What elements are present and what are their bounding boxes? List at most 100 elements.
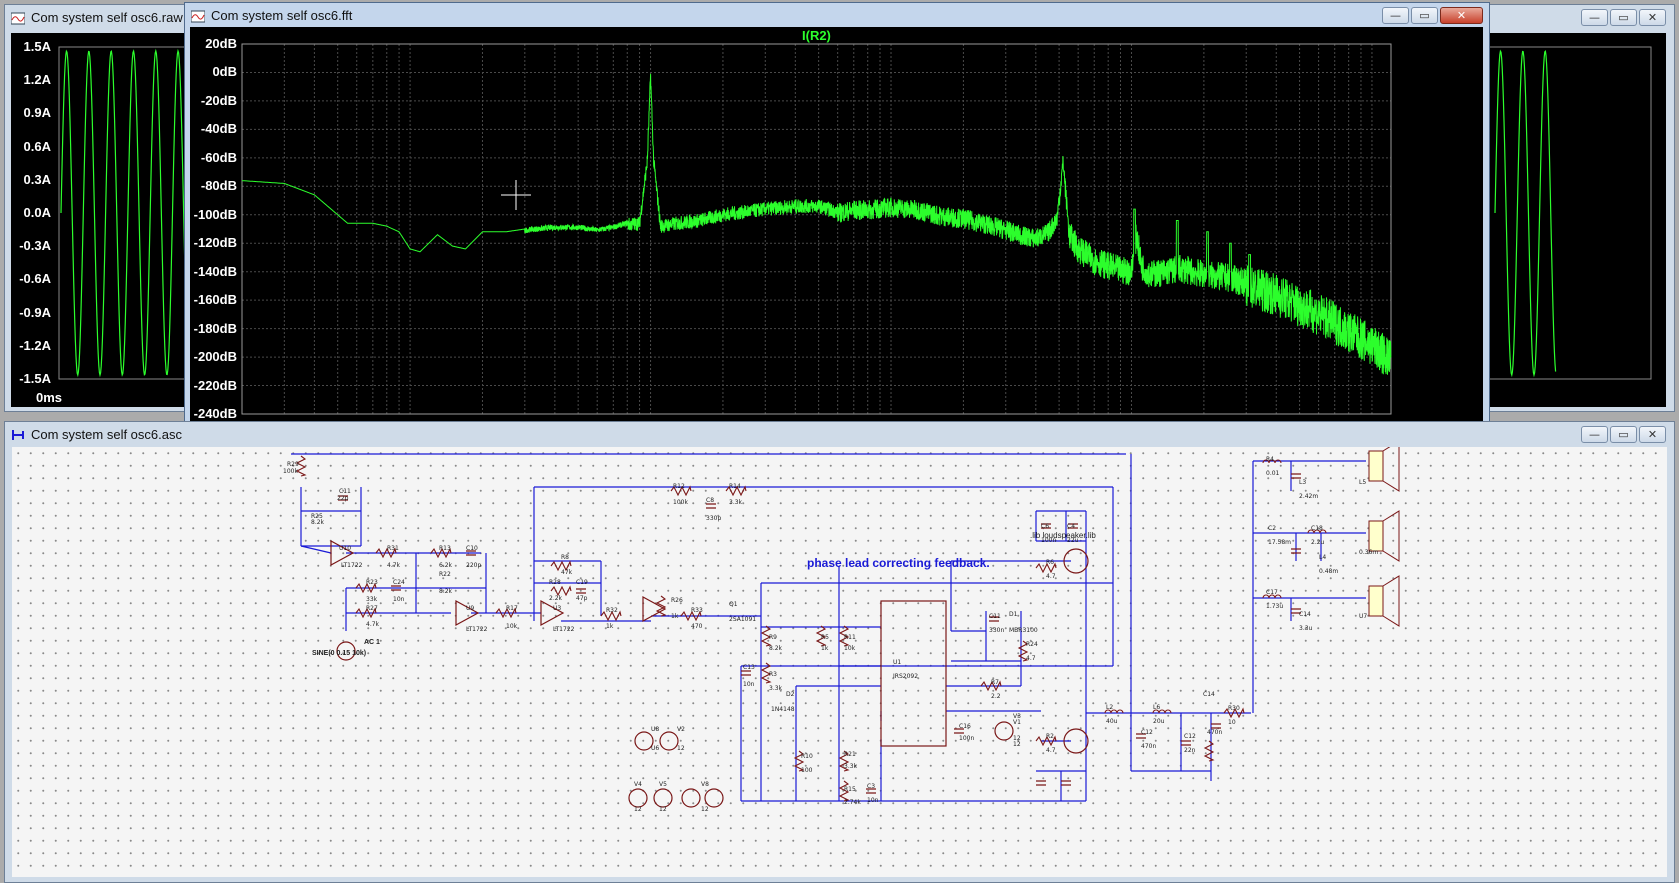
component-label: R2 — [1046, 733, 1054, 740]
capacitor-symbol — [1181, 740, 1191, 746]
raw-y-tick-label: -0.9A — [19, 304, 51, 320]
component-label: 47k — [561, 569, 573, 576]
component-label: R29 — [287, 461, 299, 468]
resistor-symbol — [495, 607, 517, 619]
y-tick-label: -120dB — [193, 235, 237, 251]
component-label: L3 — [1299, 479, 1307, 486]
component-label: 100n — [959, 735, 975, 742]
fft-window-titlebar[interactable]: Com system self osc6.fft — [185, 3, 1489, 29]
capacitor-symbol — [866, 788, 876, 794]
component-label: 8.2k — [769, 645, 783, 652]
component-label: 8.2k — [439, 588, 453, 595]
capacitor-symbol — [1291, 548, 1301, 554]
component-label: R14 — [729, 483, 741, 490]
raw-y-tick-label: 0.9A — [23, 105, 51, 121]
close-button[interactable]: ✕ — [1639, 9, 1666, 26]
component-label: 4.7 — [1046, 573, 1056, 580]
fft-window-title: Com system self osc6.fft — [211, 8, 353, 23]
component-label: C2 — [1268, 525, 1277, 532]
component-label: 470n — [1207, 729, 1223, 736]
capacitor-symbol — [1068, 523, 1078, 529]
component-label: C14 — [1299, 611, 1311, 618]
component-label: 4.7 — [1026, 655, 1036, 662]
minimize-button[interactable]: — — [1382, 7, 1409, 24]
capacitor-symbol — [1291, 473, 1301, 479]
y-tick-label: -240dB — [193, 406, 237, 421]
voltage-source-symbol — [994, 721, 1014, 741]
component-label: 47p — [576, 595, 588, 602]
component-label: C24 — [393, 579, 405, 586]
component-label: IRS2092 — [893, 673, 919, 680]
component-label: 470 — [691, 623, 703, 630]
component-label: 12 — [659, 806, 667, 813]
raw-sine-trace-left — [60, 48, 192, 378]
component-label: V4 — [634, 781, 642, 788]
close-button[interactable]: ✕ — [1440, 7, 1483, 24]
fft-chart — [241, 43, 1392, 415]
inductor-symbol — [1307, 529, 1327, 534]
lib-directive[interactable]: .lib loudspeaker.lib — [1030, 531, 1096, 540]
y-tick-label: -180dB — [193, 320, 237, 336]
voltage-source-symbol — [628, 788, 648, 808]
component-label: 330n — [989, 627, 1005, 634]
resistor-symbol — [980, 680, 1002, 692]
resistor-symbol — [670, 485, 692, 497]
resistor-symbol — [725, 485, 747, 497]
speaker-cone — [1382, 575, 1400, 627]
resistor-symbol — [600, 610, 622, 622]
component-label: R25 — [311, 513, 323, 520]
raw-y-tick-label: 0.0A — [23, 205, 51, 220]
inductor-symbol — [1152, 709, 1172, 714]
capacitor-symbol — [1036, 780, 1046, 786]
minimize-button[interactable]: — — [1581, 9, 1608, 26]
component-label: 20u — [1153, 718, 1165, 725]
feedback-annotation[interactable]: phase lead correcting feedback. — [807, 556, 990, 570]
capacitor-symbol — [989, 616, 999, 622]
component-label: 12 — [701, 806, 709, 813]
schematic-drawing — [291, 447, 1400, 808]
component-label: 33k — [366, 596, 378, 603]
speaker-symbol — [1368, 450, 1384, 482]
fft-plot-frame — [241, 43, 1392, 415]
resistor-symbol — [355, 582, 377, 594]
fft-trace-label[interactable]: I(R2) — [802, 28, 831, 43]
raw-y-tick-label: -0.3A — [19, 238, 51, 254]
restore-button[interactable]: ▭ — [1610, 9, 1637, 26]
resistor-symbol — [550, 560, 572, 572]
capacitor-symbol — [706, 503, 716, 509]
component-label: R26 — [671, 597, 683, 604]
component-label: 22p — [337, 495, 349, 502]
raw-y-tick-label: -1.5A — [19, 371, 51, 386]
component-label: L6 — [1153, 704, 1161, 711]
component-label: 2.2 — [991, 693, 1001, 700]
raw-window-titlebar[interactable]: Com system self osc6.raw — [5, 5, 1674, 31]
maximize-button[interactable]: ▭ — [1411, 7, 1438, 24]
component-label: 100k — [283, 468, 298, 475]
component-label: L2 — [1106, 704, 1114, 711]
ac-source-label: AC 1 — [364, 639, 380, 646]
component-label: R32 — [606, 607, 618, 614]
close-button[interactable]: ✕ — [1639, 426, 1666, 443]
component-label: V5 — [659, 781, 667, 788]
minimize-button[interactable]: — — [1581, 426, 1608, 443]
capacitor-symbol — [741, 670, 751, 676]
voltage-source-symbol — [704, 788, 724, 808]
component-label: 2.42m — [1299, 493, 1319, 500]
component-label: 100n — [1041, 537, 1057, 544]
component-label: V2 — [677, 726, 685, 733]
component-label: R9 — [769, 634, 777, 641]
resistor-symbol — [295, 455, 307, 477]
restore-button[interactable]: ▭ — [1610, 426, 1637, 443]
capacitor-symbol — [391, 585, 401, 591]
component-label: 10k — [844, 645, 856, 652]
raw-y-tick-label: -0.6A — [19, 271, 51, 287]
component-label: R12 — [673, 483, 685, 490]
component-label: MBR3100 — [1009, 627, 1038, 634]
schematic-window-titlebar[interactable]: Com system self osc6.asc — [5, 422, 1674, 448]
component-label: 40u — [1106, 718, 1118, 725]
resistor-symbol — [355, 607, 377, 619]
